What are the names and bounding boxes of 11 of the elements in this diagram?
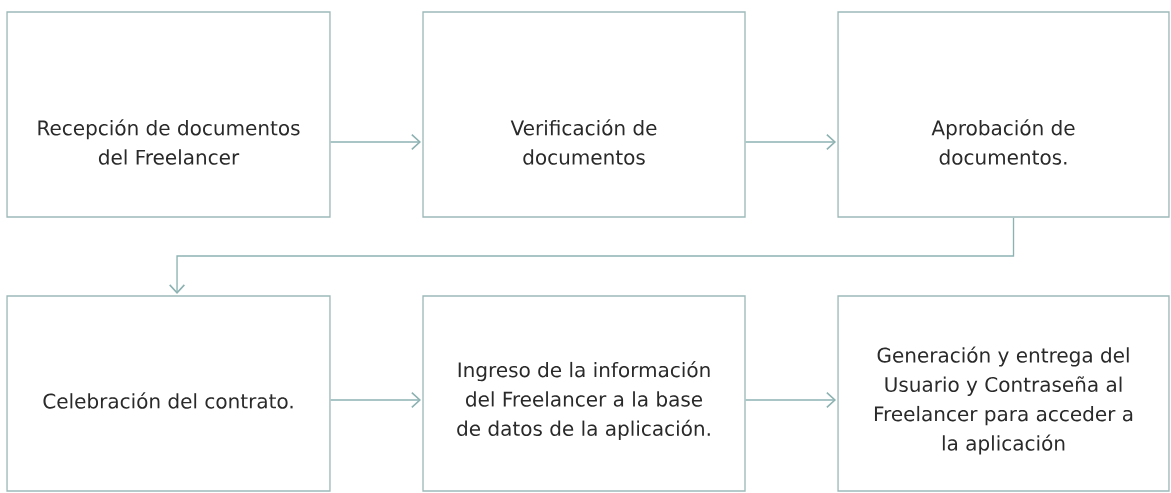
arrow xyxy=(329,391,421,409)
process-box: Verificación de documentos xyxy=(422,11,746,218)
process-box: Recepción de documentos del Freelancer xyxy=(6,11,331,218)
process-box: Aprobación de documentos. xyxy=(837,11,1170,218)
arrow xyxy=(745,391,837,409)
process-box: Ingreso de la información del Freelancer a la base de datos de la aplicación. xyxy=(422,295,746,492)
arrow xyxy=(745,133,837,151)
arrow xyxy=(329,133,421,151)
arrow xyxy=(168,217,1015,295)
process-box: Celebración del contrato. xyxy=(6,295,331,492)
process-box: Generación y entrega del Usuario y Contraseña al Freelancer para acceder a la aplicación xyxy=(837,295,1170,492)
